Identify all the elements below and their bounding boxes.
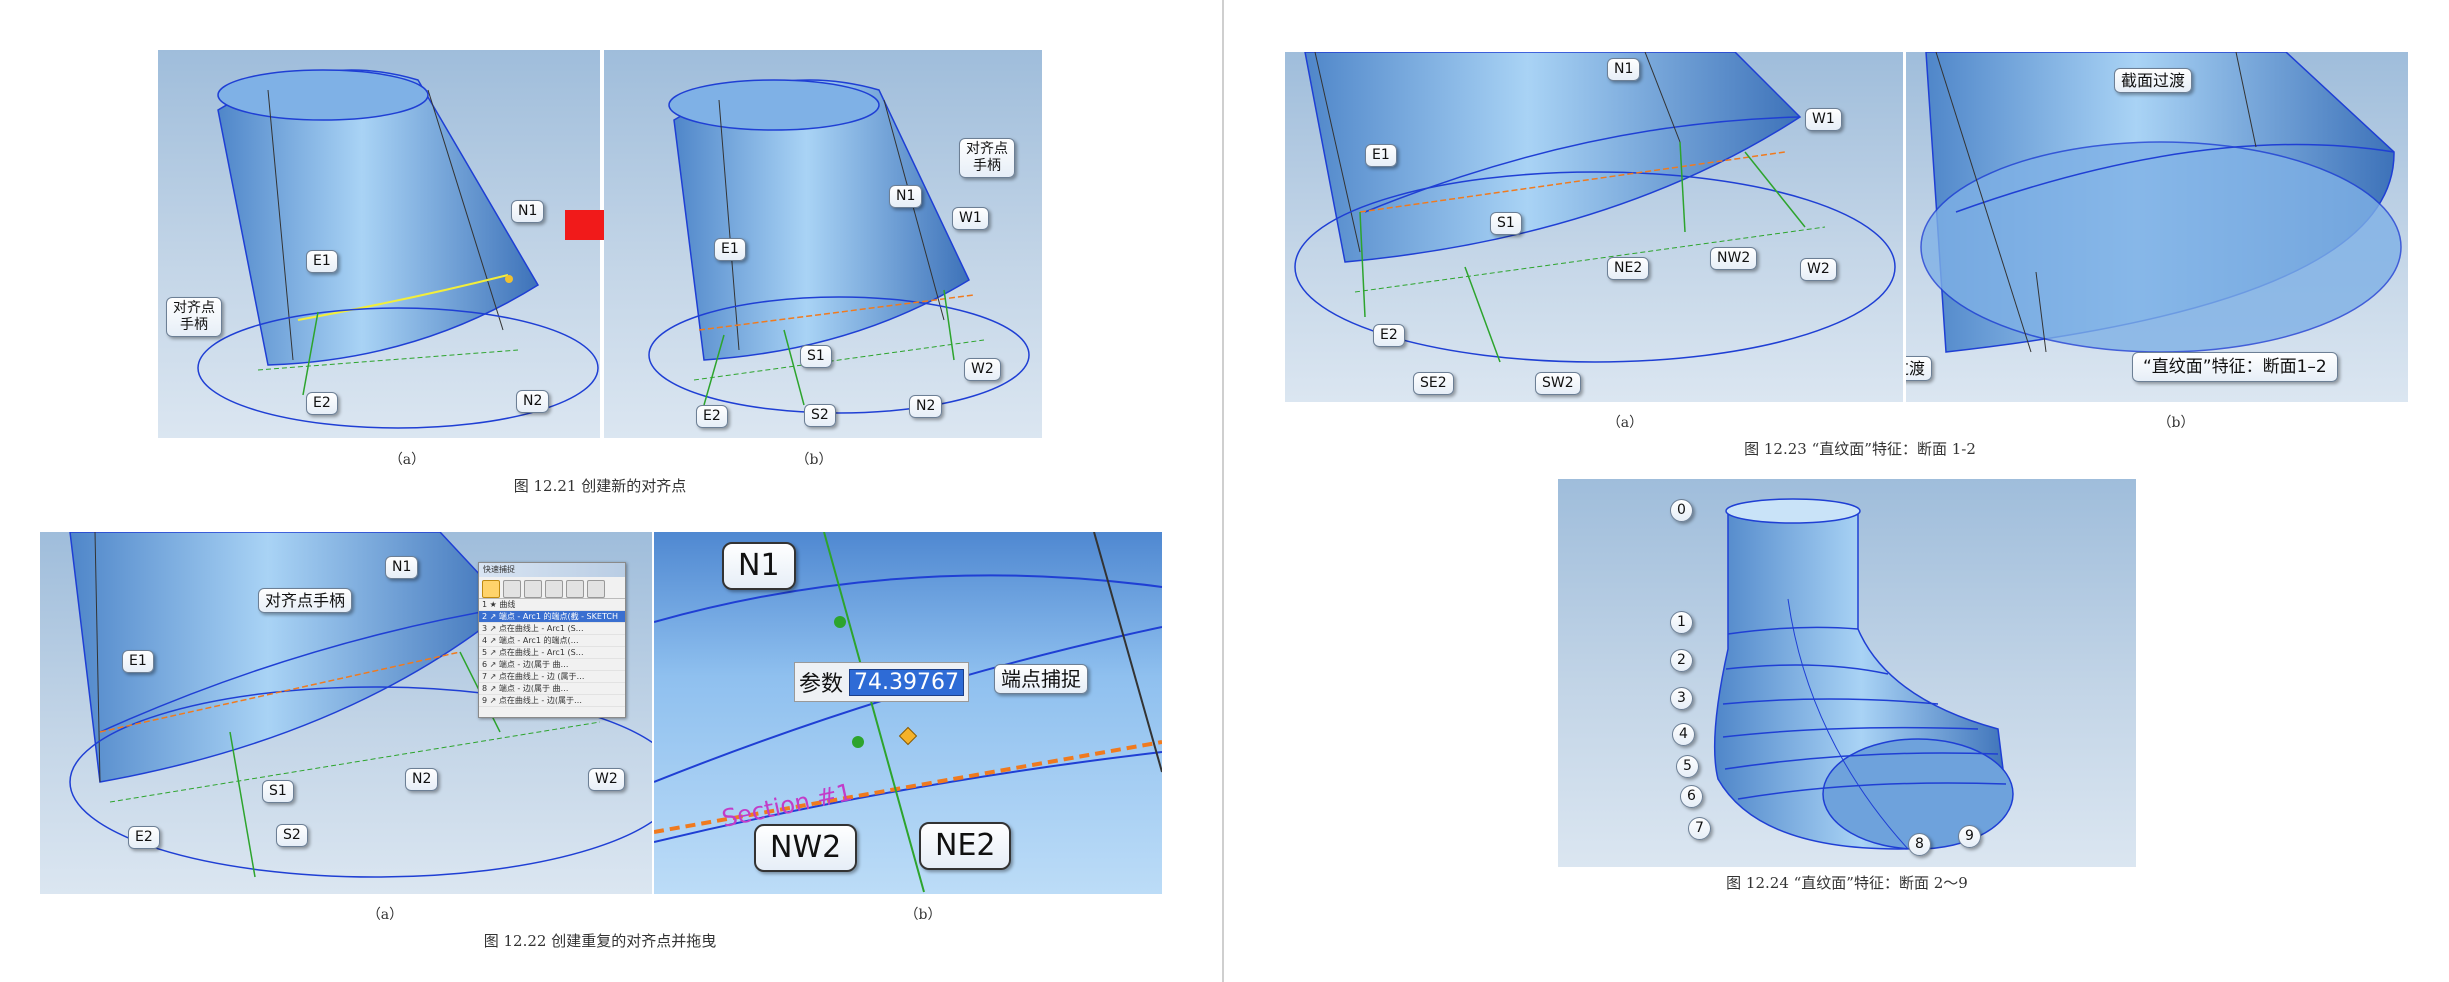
label-n1: N1 bbox=[511, 200, 545, 223]
fig-12-24: 0 1 2 3 4 5 6 7 8 9 bbox=[1558, 479, 2136, 867]
label-e1: E1 bbox=[306, 250, 338, 273]
snap-row[interactable]: 4 ↗ 端点 - Arc1 的端点(… bbox=[479, 635, 625, 647]
section-label-6: 6 bbox=[1680, 785, 1703, 808]
snap-grid-icon[interactable] bbox=[566, 580, 584, 598]
label-n2-b: N2 bbox=[909, 395, 943, 418]
label-e1-b: E1 bbox=[714, 238, 746, 261]
fig-12-21-caption: 图 12.21 创建新的对齐点 bbox=[513, 477, 687, 495]
section-label-4: 4 bbox=[1672, 723, 1695, 746]
handle-line-2-b: 手柄 bbox=[973, 157, 1001, 174]
section-label-7: 7 bbox=[1688, 817, 1711, 840]
fig-12-21-sub-b: （b） bbox=[795, 452, 833, 468]
fig-12-23-sub-a: （a） bbox=[1606, 415, 1644, 431]
snap-row[interactable]: 9 ↗ 点在曲线上 - 边(属于… bbox=[479, 695, 625, 707]
label-transition-bottom: 截面过渡 bbox=[1906, 356, 1933, 382]
label-e2: E2 bbox=[306, 392, 338, 415]
label-se2-23a: SE2 bbox=[1413, 372, 1454, 395]
snap-tangent-icon[interactable] bbox=[524, 580, 542, 598]
handle-line-1: 对齐点 bbox=[173, 300, 215, 316]
label-ne2-23a: NE2 bbox=[1607, 257, 1650, 280]
section-label-9: 9 bbox=[1958, 825, 1981, 848]
snap-midpoint-icon[interactable] bbox=[503, 580, 521, 598]
fig-12-21-b: 对齐点 手柄 N1 W1 E1 S1 W2 E2 S2 N2 bbox=[604, 50, 1042, 438]
label-e1-22a: E1 bbox=[122, 650, 154, 673]
label-feature-12: “直纹面”特征：断面1–2 bbox=[2132, 352, 2338, 383]
label-nw2-22b: NW2 bbox=[754, 824, 858, 872]
label-transition-top: 截面过渡 bbox=[2114, 68, 2193, 94]
snap-endpoint-icon[interactable] bbox=[482, 580, 500, 598]
param-value[interactable]: 74.39767 bbox=[849, 668, 964, 696]
snap-row[interactable]: 2 ↗ 端点 - Arc1 的端点(截 - SKETCH bbox=[479, 611, 625, 623]
label-n1-b: N1 bbox=[889, 185, 923, 208]
label-e2-23a: E2 bbox=[1373, 324, 1405, 347]
label-n1-23a: N1 bbox=[1607, 58, 1641, 81]
section-label-3: 3 bbox=[1670, 687, 1693, 710]
label-handle-b: 对齐点 手柄 bbox=[959, 138, 1015, 178]
quick-snap-toolbar bbox=[479, 577, 625, 599]
snap-row[interactable]: 7 ↗ 点在曲线上 - 边 (属于… bbox=[479, 671, 625, 683]
label-s2-22a: S2 bbox=[276, 824, 308, 847]
section-label-0: 0 bbox=[1670, 499, 1693, 522]
fig-12-23-caption: 图 12.23 “直纹面”特征：断面 1-2 bbox=[1744, 440, 1976, 458]
label-nw2-23a: NW2 bbox=[1710, 247, 1758, 270]
label-w2-22a: W2 bbox=[588, 768, 625, 791]
snap-row[interactable]: 5 ↗ 点在曲线上 - Arc1 (S… bbox=[479, 647, 625, 659]
label-s1-22a: S1 bbox=[262, 780, 294, 803]
label-w1-b: W1 bbox=[952, 207, 989, 230]
fig-12-23-sub-b: （b） bbox=[2157, 415, 2195, 431]
snap-row[interactable]: 6 ↗ 端点 - 边(属于 曲… bbox=[479, 659, 625, 671]
label-ne2-22b: NE2 bbox=[919, 822, 1012, 870]
fig-12-22-sub-b: （b） bbox=[904, 907, 942, 923]
snap-row[interactable]: 1 ★ 曲线 bbox=[479, 599, 625, 611]
snap-row[interactable]: 8 ↗ 端点 - 边(属于 曲… bbox=[479, 683, 625, 695]
label-s1-23a: S1 bbox=[1490, 212, 1522, 235]
fig-12-22-a: N1 对齐点手柄 E1 N2 W2 S1 E2 S2 快速捕捉 1 ★ 曲线 2… bbox=[40, 532, 652, 894]
param-label: 参数 bbox=[799, 672, 844, 697]
fig-12-21-sub-a: （a） bbox=[388, 452, 426, 468]
section-label-2: 2 bbox=[1670, 649, 1693, 672]
label-e1-23a: E1 bbox=[1365, 144, 1397, 167]
label-n1-22b: N1 bbox=[722, 542, 796, 590]
snap-arrow-icon[interactable] bbox=[587, 580, 605, 598]
page-divider bbox=[1222, 0, 1224, 982]
fig-12-24-caption: 图 12.24 “直纹面”特征：断面 2～9 bbox=[1726, 874, 1968, 892]
label-n1-22a: N1 bbox=[385, 556, 419, 579]
handle-line-1-b: 对齐点 bbox=[966, 141, 1008, 157]
label-s2-b: S2 bbox=[804, 404, 836, 427]
label-w1-23a: W1 bbox=[1805, 108, 1842, 131]
label-e2-22a: E2 bbox=[128, 826, 160, 849]
label-w2-b: W2 bbox=[964, 358, 1001, 381]
fig-12-22-b: Section #1 N1 参数 74.39767 端点捕捉 NW2 NE2 bbox=[654, 532, 1162, 894]
param-field[interactable]: 参数 74.39767 bbox=[794, 662, 969, 702]
label-w2-23a: W2 bbox=[1800, 258, 1837, 281]
label-sw2-23a: SW2 bbox=[1535, 372, 1581, 395]
section-label-1: 1 bbox=[1670, 611, 1693, 634]
snap-center-icon[interactable] bbox=[545, 580, 563, 598]
label-e2-b: E2 bbox=[696, 405, 728, 428]
label-handle-22a: 对齐点手柄 bbox=[258, 588, 353, 614]
section-label-5: 5 bbox=[1676, 755, 1699, 778]
label-snap-22b: 端点捕捉 bbox=[994, 664, 1088, 694]
fig-12-23-b: 截面过渡 截面过渡 “直纹面”特征：断面1–2 bbox=[1906, 52, 2408, 402]
label-handle: 对齐点 手柄 bbox=[166, 297, 222, 337]
label-n2-22a: N2 bbox=[405, 768, 439, 791]
fig-12-21-a: N1 E1 对齐点 手柄 E2 N2 bbox=[158, 50, 600, 438]
snap-row[interactable]: 3 ↗ 点在曲线上 - Arc1 (S… bbox=[479, 623, 625, 635]
fig-12-22-caption: 图 12.22 创建重复的对齐点并拖曳 bbox=[483, 932, 717, 950]
quick-snap-title: 快速捕捉 bbox=[479, 563, 625, 577]
fig-12-23-a: N1 W1 E1 S1 NW2 NE2 W2 E2 SE2 SW2 bbox=[1285, 52, 1903, 402]
label-s1-b: S1 bbox=[800, 345, 832, 368]
fig-12-22-sub-a: （a） bbox=[366, 907, 404, 923]
label-n2: N2 bbox=[516, 390, 550, 413]
section-label-8: 8 bbox=[1908, 833, 1931, 856]
handle-line-2: 手柄 bbox=[180, 316, 208, 333]
quick-snap-panel[interactable]: 快速捕捉 1 ★ 曲线 2 ↗ 端点 - Arc1 的端点(截 - SKETCH… bbox=[478, 562, 626, 718]
